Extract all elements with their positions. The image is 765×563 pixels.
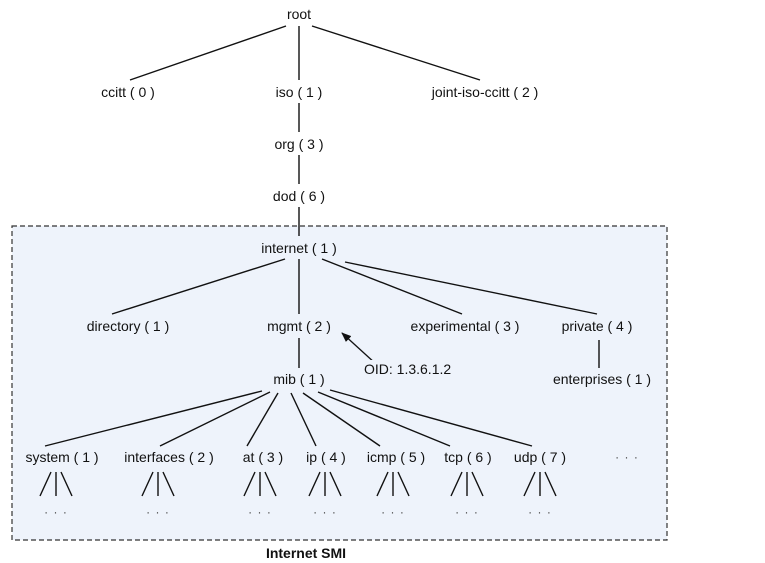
ellipsis-ip: · · ·	[313, 505, 337, 519]
node-iso: iso ( 1 )	[276, 84, 323, 100]
oid-pointer-arrow	[341, 332, 377, 365]
edge-root-joint	[311, 25, 481, 81]
fanout-icmp	[376, 471, 410, 497]
node-org: org ( 3 )	[274, 136, 323, 152]
node-at: at ( 3 )	[243, 449, 283, 465]
label-backdrop	[99, 83, 157, 101]
node-tcp: tcp ( 6 )	[444, 449, 491, 465]
node-system: system ( 1 )	[25, 449, 98, 465]
node-ccitt: ccitt ( 0 )	[101, 84, 155, 100]
node-udp: udp ( 7 )	[514, 449, 566, 465]
label-backdrop	[271, 370, 327, 388]
fanout-tcp	[450, 471, 484, 497]
edge-mib-system	[44, 390, 263, 447]
label-backdrop	[240, 448, 286, 466]
label-backdrop	[428, 83, 541, 101]
label-backdrop	[442, 448, 494, 466]
label-backdrop	[550, 370, 654, 388]
tree-edges	[44, 25, 600, 447]
node-experimental: experimental ( 3 )	[411, 318, 520, 334]
node-ip: ip ( 4 )	[306, 449, 346, 465]
edge-mib-udp	[329, 389, 533, 447]
node-icmp: icmp ( 5 )	[367, 449, 425, 465]
fanout-at	[243, 471, 277, 497]
fanout-interfaces	[141, 471, 175, 497]
node-dod: dod ( 6 )	[273, 188, 325, 204]
edge-mib-at	[246, 392, 279, 447]
ellipsis-udp: · · ·	[528, 505, 552, 519]
edge-internet-private	[344, 261, 598, 315]
fanout-system	[39, 471, 73, 497]
label-backdrop	[270, 187, 328, 205]
edge-mib-interfaces	[159, 391, 271, 447]
fanout-udp	[523, 471, 557, 497]
edge-mib-ip	[290, 392, 317, 447]
label-backdrop	[23, 448, 101, 466]
edge-root-ccitt	[129, 25, 287, 81]
node-enterprises: enterprises ( 1 )	[553, 371, 651, 387]
edge-mib-icmp	[302, 392, 381, 447]
oid-annotation: OID: 1.3.6.1.2	[364, 361, 451, 377]
label-backdrop	[559, 317, 635, 335]
edge-internet-experimental	[321, 258, 463, 315]
tree-nodes: root ccitt ( 0 ) iso ( 1 ) joint-iso-cci…	[23, 5, 654, 466]
ellipsis-at: · · ·	[248, 505, 272, 519]
label-backdrop	[362, 360, 454, 378]
label-backdrop	[408, 317, 522, 335]
edge-mib-tcp	[317, 391, 451, 447]
node-mgmt: mgmt ( 2 )	[267, 318, 331, 334]
node-internet: internet ( 1 )	[261, 240, 336, 256]
leaf-branches	[39, 471, 557, 497]
label-backdrop	[265, 317, 333, 335]
node-more-ellipsis: · · ·	[615, 450, 639, 464]
node-mib: mib ( 1 )	[273, 371, 324, 387]
label-backdrop	[272, 135, 326, 153]
leaf-ellipses: · · · · · · · · · · · · · · · · · · · · …	[44, 505, 552, 519]
label-backdrop	[273, 83, 325, 101]
label-backdrop	[511, 448, 569, 466]
edge-internet-directory	[111, 258, 286, 315]
internet-smi-caption: Internet SMI	[266, 545, 346, 561]
label-backdrop	[304, 448, 348, 466]
ellipsis-tcp: · · ·	[455, 505, 479, 519]
ellipsis-interfaces: · · ·	[146, 505, 170, 519]
node-root: root	[287, 6, 311, 22]
label-backdrop	[364, 448, 428, 466]
node-interfaces: interfaces ( 2 )	[124, 449, 213, 465]
label-backdrop	[84, 317, 172, 335]
label-backdrop	[284, 5, 314, 23]
label-backdrop	[122, 448, 216, 466]
ellipsis-system: · · ·	[44, 505, 68, 519]
node-directory: directory ( 1 )	[87, 318, 169, 334]
node-joint-iso-ccitt: joint-iso-ccitt ( 2 )	[431, 84, 539, 100]
ellipsis-icmp: · · ·	[381, 505, 405, 519]
node-private: private ( 4 )	[562, 318, 633, 334]
fanout-ip	[308, 471, 342, 497]
label-backdrop	[259, 239, 339, 257]
